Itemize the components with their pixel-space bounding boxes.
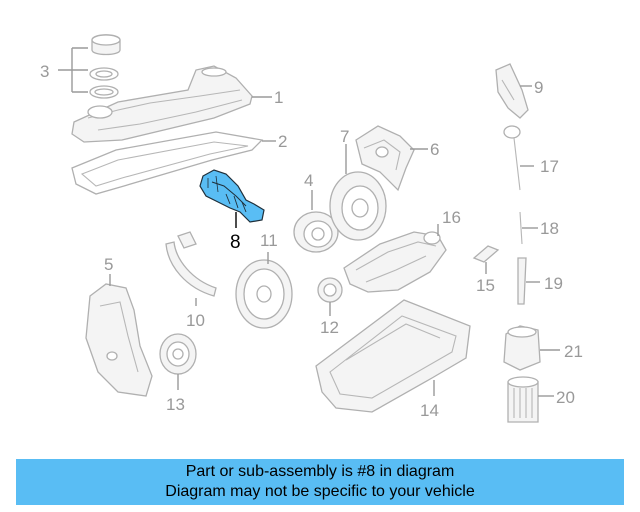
part-7-cover-plate[interactable] xyxy=(329,171,387,241)
part-9-guide[interactable] xyxy=(495,63,529,119)
part-16-oil-pump[interactable] xyxy=(343,231,447,293)
callout-12: 12 xyxy=(320,318,339,337)
callout-9: 9 xyxy=(534,78,543,97)
callout-20: 20 xyxy=(556,388,575,407)
callout-8: 8 xyxy=(230,232,241,253)
info-caption-banner: Part or sub-assembly is #8 in diagram Di… xyxy=(16,459,624,505)
callout-3-leaders xyxy=(58,47,88,93)
part-12-sprocket[interactable] xyxy=(317,277,343,303)
callout-1: 1 xyxy=(274,88,283,107)
part-13-pulley[interactable] xyxy=(159,333,197,375)
part-19-tube-lower[interactable] xyxy=(517,257,527,305)
part-17-dipstick[interactable] xyxy=(503,125,521,191)
part-14-oil-pan[interactable] xyxy=(315,299,471,413)
part-18-tube[interactable] xyxy=(519,211,523,245)
callout-17: 17 xyxy=(540,157,559,176)
part-6-timing-housing[interactable] xyxy=(355,125,415,192)
callout-19: 19 xyxy=(544,274,563,293)
callout-15: 15 xyxy=(476,276,495,295)
callout-7: 7 xyxy=(340,127,349,146)
callout-21: 21 xyxy=(564,342,583,361)
callout-10: 10 xyxy=(186,311,205,330)
part-15-gasket[interactable] xyxy=(472,245,500,263)
part-3-oil-cap-seals[interactable] xyxy=(89,34,121,99)
part-10-bearing-shells[interactable] xyxy=(165,231,217,297)
part-4-crank-sprocket[interactable] xyxy=(293,211,339,253)
part-5-front-cover[interactable] xyxy=(85,283,153,397)
callout-18: 18 xyxy=(540,219,559,238)
part-8-timing-cover[interactable] xyxy=(199,169,265,223)
callout-16: 16 xyxy=(442,208,461,227)
callout-14: 14 xyxy=(420,401,439,420)
callout-3: 3 xyxy=(40,62,49,81)
part-2-gasket[interactable] xyxy=(71,131,264,195)
callout-5: 5 xyxy=(104,255,113,274)
callout-4: 4 xyxy=(304,171,313,190)
part-20-oil-filter[interactable] xyxy=(507,376,539,423)
part-21-filter-housing[interactable] xyxy=(503,325,541,371)
parts-diagram: 3 1 2 8 4 7 6 xyxy=(40,34,583,423)
callout-11: 11 xyxy=(260,231,278,250)
part-11-gear[interactable] xyxy=(235,259,293,329)
callout-13: 13 xyxy=(166,395,185,414)
caption-line-2: Diagram may not be specific to your vehi… xyxy=(165,483,475,500)
callout-2: 2 xyxy=(278,132,287,151)
part-1-valve-cover[interactable] xyxy=(71,65,253,143)
caption-line-1: Part or sub-assembly is #8 in diagram xyxy=(185,463,455,480)
callout-6: 6 xyxy=(430,140,439,159)
